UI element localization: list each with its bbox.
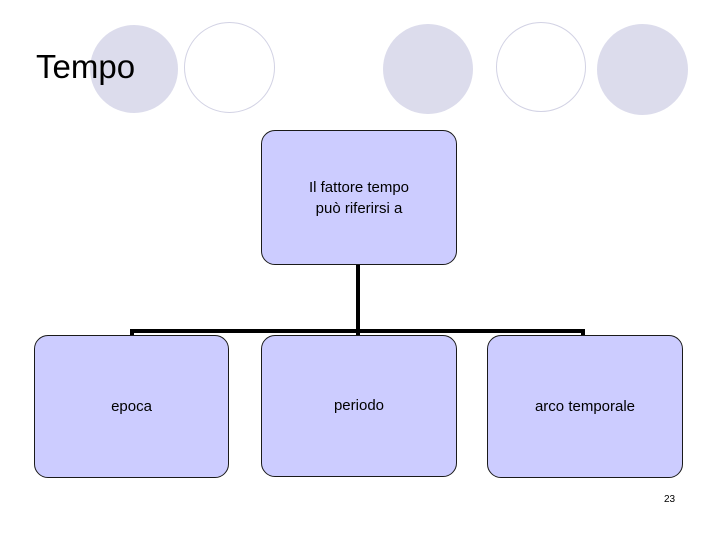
diagram-node-root-label: Il fattore tempo può riferirsi a (308, 178, 410, 217)
decor-circle-2-icon (184, 22, 275, 113)
diagram-node-root[interactable]: Il fattore tempo può riferirsi a (261, 130, 457, 265)
decor-circle-3-icon (383, 24, 473, 114)
diagram-node-arco-temporale-label: arco temporale (534, 397, 636, 415)
decor-circle-4-icon (496, 22, 586, 112)
page-number: 23 (664, 494, 676, 505)
slide-title: Tempo (36, 48, 136, 85)
diagram-node-periodo[interactable]: periodo (261, 335, 457, 477)
diagram-node-epoca-label: epoca (111, 397, 152, 415)
decor-circle-5-icon (597, 24, 688, 115)
diagram-node-epoca[interactable]: epoca (34, 335, 229, 478)
diagram-node-arco-temporale[interactable]: arco temporale (487, 335, 683, 478)
decor-circle-1-icon (90, 25, 178, 113)
connector-root-stem (356, 265, 360, 333)
diagram-node-periodo-label: periodo (333, 397, 385, 414)
